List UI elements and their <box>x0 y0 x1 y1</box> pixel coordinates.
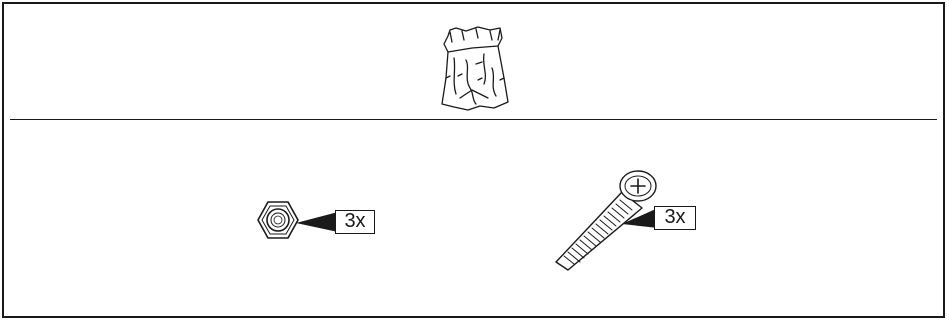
screw-callout-pointer <box>622 208 658 228</box>
parts-panel: 3x 3x <box>2 2 945 318</box>
nut-quantity-label: 3x <box>335 210 375 234</box>
screw-quantity-label: 3x <box>654 206 696 230</box>
nut-callout-pointer <box>296 212 338 232</box>
divider-line <box>10 119 937 120</box>
hex-nut-icon <box>257 201 299 239</box>
plastic-bag-icon <box>441 26 509 111</box>
pan-head-screw-icon <box>555 170 657 271</box>
